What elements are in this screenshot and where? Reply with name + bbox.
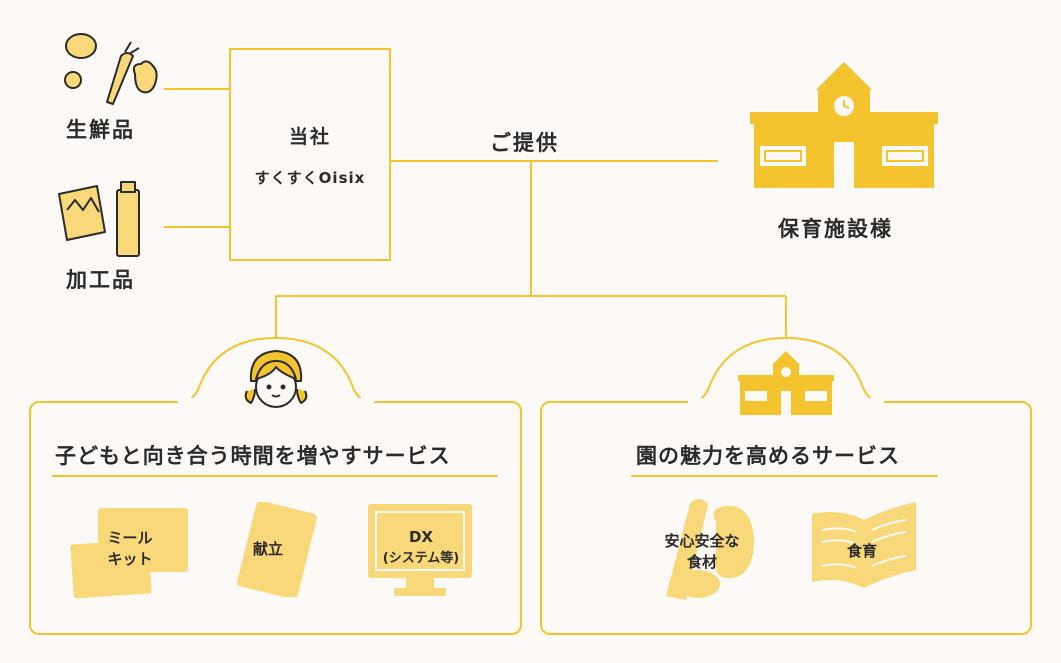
company-box: 当社 すくすくOisix bbox=[229, 48, 391, 261]
safe-food-label: 安心安全な 食材 bbox=[664, 532, 740, 571]
company-name: 当社 bbox=[288, 126, 331, 148]
right-panel bbox=[540, 401, 1032, 635]
company-brand: すくすくOisix bbox=[254, 169, 366, 187]
child-face-icon bbox=[244, 350, 308, 408]
right-panel-title: 園の魅力を高めるサービス bbox=[636, 444, 900, 468]
client-label: 保育施設様 bbox=[778, 217, 893, 241]
fresh-label: 生鮮品 bbox=[66, 118, 135, 142]
packaged-food-icon bbox=[58, 181, 140, 257]
processed-label: 加工品 bbox=[66, 268, 135, 292]
right-panel-underline bbox=[631, 475, 938, 477]
meal-kit-icon bbox=[70, 508, 188, 599]
provide-label: ご提供 bbox=[490, 131, 559, 155]
menu-clipboard-icon bbox=[237, 502, 317, 597]
left-panel-underline bbox=[52, 475, 498, 477]
dx-label: DX (システム等) bbox=[382, 528, 460, 566]
menu-label: 献立 bbox=[252, 540, 283, 558]
left-panel-title: 子どもと向き合う時間を増やすサービス bbox=[55, 444, 451, 468]
school-building-icon bbox=[750, 62, 938, 188]
food-education-label: 食育 bbox=[846, 542, 877, 560]
vegetables-food-icon bbox=[666, 499, 754, 600]
open-book-icon bbox=[812, 502, 916, 588]
monitor-icon bbox=[368, 504, 472, 596]
meal-kit-label: ミール キット bbox=[107, 529, 153, 568]
small-school-icon bbox=[738, 351, 834, 415]
vegetables-icon bbox=[64, 33, 158, 105]
